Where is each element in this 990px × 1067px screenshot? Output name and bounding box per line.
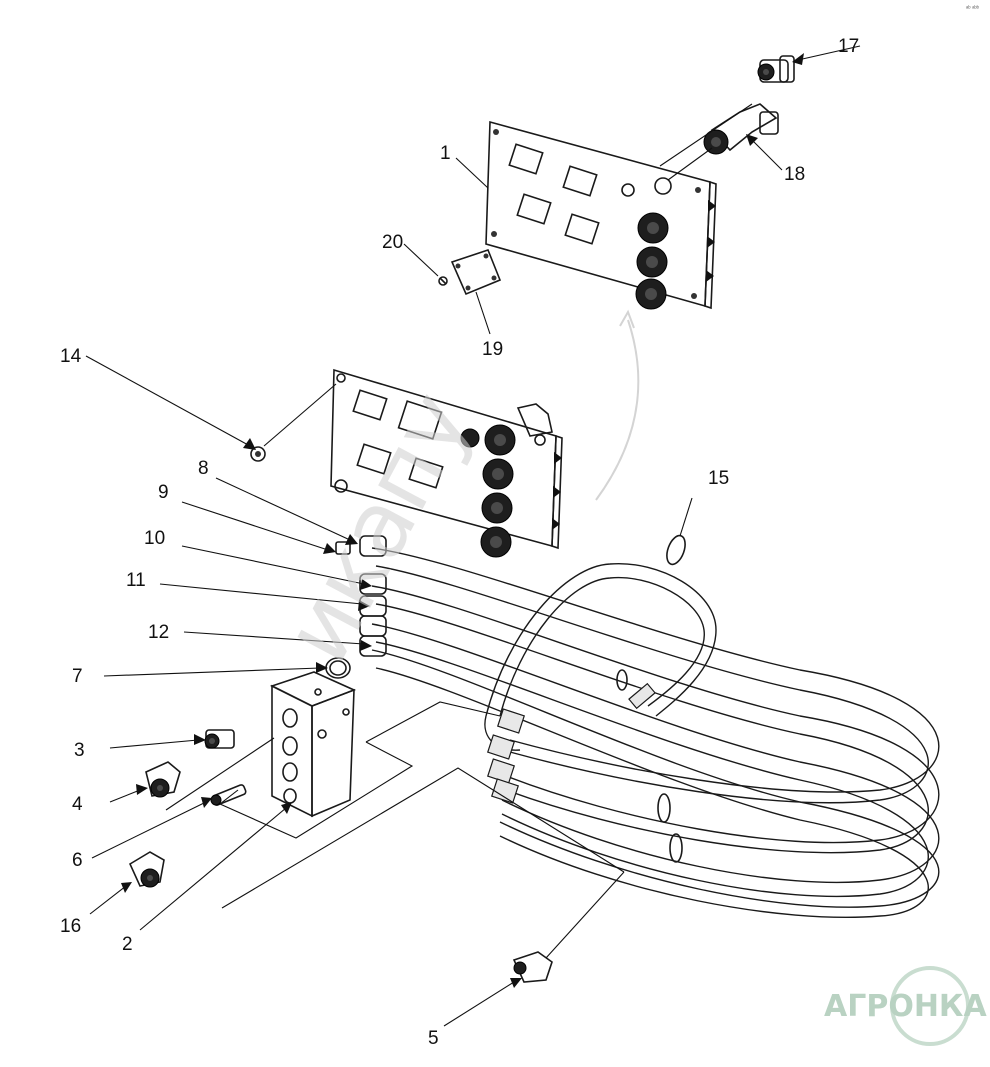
- callout-11: 11: [126, 570, 146, 591]
- callout-17: 17: [838, 36, 859, 57]
- callout-labels: 17 18 1 20 19 14 8 9 10 11 12 7 15 3 4 6…: [60, 36, 859, 1049]
- callout-8: 8: [198, 458, 209, 479]
- lower-control-panel: [330, 368, 563, 558]
- callout-7: 7: [72, 666, 83, 687]
- logo-text: АГРОНКА: [824, 989, 987, 1024]
- cover-plate-19: [450, 249, 502, 296]
- callout-10: 10: [144, 528, 165, 549]
- callout-9: 9: [158, 482, 169, 503]
- elbow-fitting-16: [128, 851, 165, 888]
- upper-panel-coupler: [635, 212, 669, 310]
- lower-panel-coupler: [480, 424, 516, 558]
- callout-5: 5: [428, 1028, 439, 1049]
- callout-1: 1: [440, 143, 451, 164]
- manifold-block-2: [269, 671, 357, 818]
- screw-20: [438, 276, 448, 286]
- elbow-fitting-5: [512, 951, 553, 983]
- callout-2: 2: [122, 934, 133, 955]
- corner-mark: ᵃᵇ ᵃᵇᵇ: [966, 5, 980, 12]
- callout-leaders: [85, 45, 861, 1027]
- upper-control-panel: [485, 120, 717, 310]
- bolt-14: [250, 446, 266, 462]
- elbow-fitting-18: [703, 103, 779, 155]
- callout-16: 16: [60, 916, 81, 937]
- agronka-logo: АГРОНКА: [824, 966, 987, 1046]
- callout-14: 14: [60, 346, 82, 367]
- callout-4: 4: [72, 794, 83, 815]
- callout-12: 12: [148, 622, 169, 643]
- callout-18: 18: [784, 164, 805, 185]
- hydraulic-hose-bundle: [371, 547, 940, 918]
- pin-6: [210, 784, 247, 806]
- callout-19: 19: [482, 339, 503, 360]
- callout-3: 3: [74, 740, 85, 761]
- callout-15: 15: [708, 468, 729, 489]
- watermark-text: икапу: [263, 375, 492, 678]
- callout-20: 20: [382, 232, 403, 253]
- elbow-fitting-17: [757, 55, 795, 83]
- adapter-3: [204, 729, 235, 749]
- callout-6: 6: [72, 850, 83, 871]
- hose-clamp-15: [666, 534, 686, 566]
- elbow-fitting-4: [145, 761, 181, 798]
